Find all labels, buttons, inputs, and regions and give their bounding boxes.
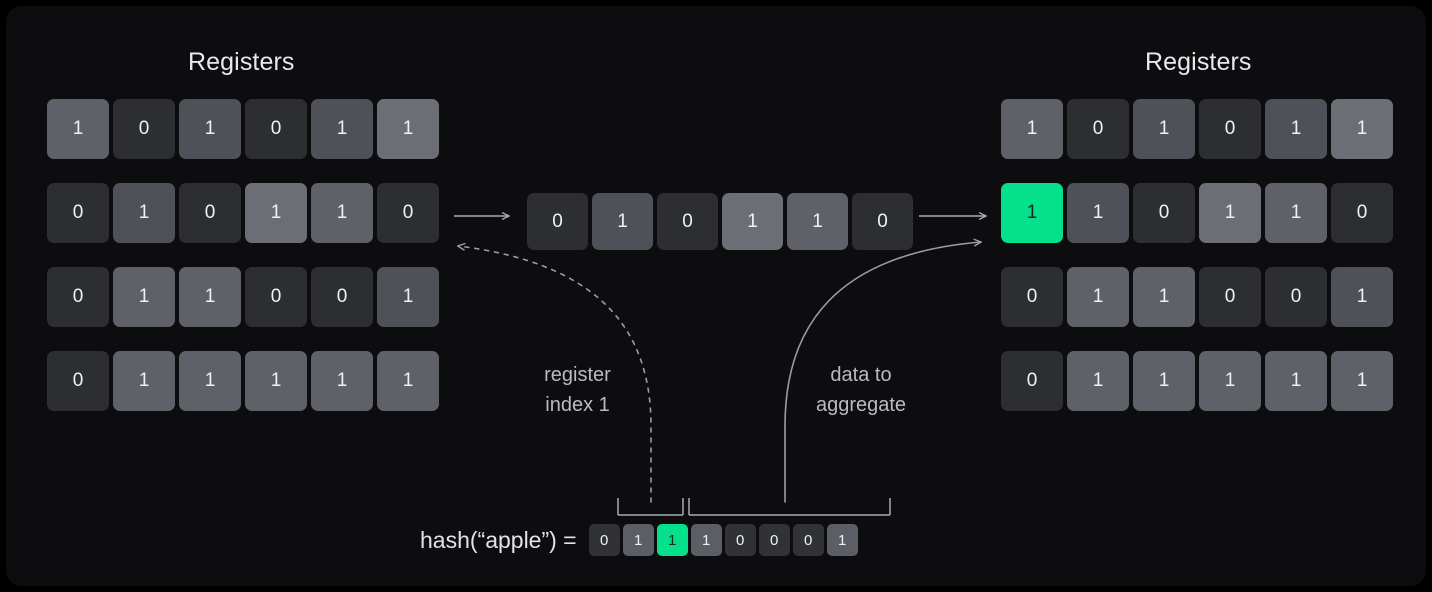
register-cell-r0-c3: 0	[1199, 99, 1261, 159]
bracket-data	[688, 498, 891, 516]
register-cell-r2-c5: 1	[377, 267, 439, 327]
register-cell-r2-c4: 0	[311, 267, 373, 327]
register-cell-r0-c1: 0	[1067, 99, 1129, 159]
hash-bit-3: 1	[690, 524, 722, 556]
middle-register-cell-2: 0	[657, 193, 718, 250]
hash-bit-0: 0	[588, 524, 620, 556]
register-cell-r1-c3: 1	[1199, 183, 1261, 243]
hash-bit-6: 0	[792, 524, 824, 556]
register-cell-r3-c0: 0	[47, 351, 109, 411]
register-cell-r2-c1: 1	[1067, 267, 1129, 327]
hash-bit-2: 1	[656, 524, 688, 556]
register-cell-r0-c5: 1	[1331, 99, 1393, 159]
register-cell-r2-c1: 1	[113, 267, 175, 327]
register-cell-r2-c2: 1	[179, 267, 241, 327]
register-cell-r1-c5: 0	[377, 183, 439, 243]
register-cell-r2-c3: 0	[245, 267, 307, 327]
register-cell-r3-c1: 1	[113, 351, 175, 411]
middle-register-cell-3: 1	[722, 193, 783, 250]
register-cell-r3-c0: 0	[1001, 351, 1063, 411]
hash-bit-4: 0	[724, 524, 756, 556]
register-cell-r3-c5: 1	[377, 351, 439, 411]
register-cell-r0-c0: 1	[47, 99, 109, 159]
register-cell-r2-c0: 0	[1001, 267, 1063, 327]
register-cell-r0-c0: 1	[1001, 99, 1063, 159]
register-cell-r1-c4: 1	[1265, 183, 1327, 243]
register-cell-r2-c0: 0	[47, 267, 109, 327]
bracket-register-index	[617, 498, 684, 516]
register-cell-r2-c3: 0	[1199, 267, 1261, 327]
middle-register-cell-4: 1	[787, 193, 848, 250]
register-cell-r0-c3: 0	[245, 99, 307, 159]
register-cell-r3-c2: 1	[179, 351, 241, 411]
register-cell-r3-c2: 1	[1133, 351, 1195, 411]
data-to-aggregate-label-line1: data to	[830, 364, 892, 386]
register-cell-r2-c2: 1	[1133, 267, 1195, 327]
right-panel-title: Registers	[1145, 48, 1252, 76]
register-cell-r0-c4: 1	[311, 99, 373, 159]
register-cell-r1-c2: 0	[179, 183, 241, 243]
register-cell-r2-c5: 1	[1331, 267, 1393, 327]
middle-register-cell-0: 0	[527, 193, 588, 250]
hash-bit-5: 0	[758, 524, 790, 556]
data-to-aggregate-label-line2: aggregate	[815, 394, 907, 416]
register-cell-r1-c1: 1	[1067, 183, 1129, 243]
middle-register-cell-5: 0	[852, 193, 913, 250]
register-cell-r2-c4: 0	[1265, 267, 1327, 327]
register-cell-r0-c1: 0	[113, 99, 175, 159]
register-cell-r1-c1: 1	[113, 183, 175, 243]
hash-label: hash(“apple”) =	[420, 526, 577, 553]
register-cell-r1-c0: 0	[47, 183, 109, 243]
register-cell-r0-c2: 1	[179, 99, 241, 159]
register-cell-r1-c2: 0	[1133, 183, 1195, 243]
hash-bit-1: 1	[622, 524, 654, 556]
register-cell-r3-c4: 1	[311, 351, 373, 411]
register-cell-r3-c3: 1	[245, 351, 307, 411]
register-index-label-line1: register	[544, 364, 611, 386]
register-cell-r3-c5: 1	[1331, 351, 1393, 411]
register-cell-r1-c3: 1	[245, 183, 307, 243]
register-cell-r0-c2: 1	[1133, 99, 1195, 159]
left-panel-title: Registers	[188, 48, 295, 76]
register-index-label-line2: index 1	[545, 394, 610, 416]
register-cell-r1-c0: 1	[1001, 183, 1063, 243]
register-cell-r3-c1: 1	[1067, 351, 1129, 411]
register-index-label: register index 1	[511, 360, 644, 420]
register-cell-r3-c3: 1	[1199, 351, 1261, 411]
register-cell-r0-c4: 1	[1265, 99, 1327, 159]
register-cell-r1-c5: 0	[1331, 183, 1393, 243]
register-cell-r1-c4: 1	[311, 183, 373, 243]
register-cell-r3-c4: 1	[1265, 351, 1327, 411]
middle-register-cell-1: 1	[592, 193, 653, 250]
data-to-aggregate-label: data to aggregate	[792, 360, 930, 420]
hash-bit-7: 1	[826, 524, 858, 556]
register-cell-r0-c5: 1	[377, 99, 439, 159]
